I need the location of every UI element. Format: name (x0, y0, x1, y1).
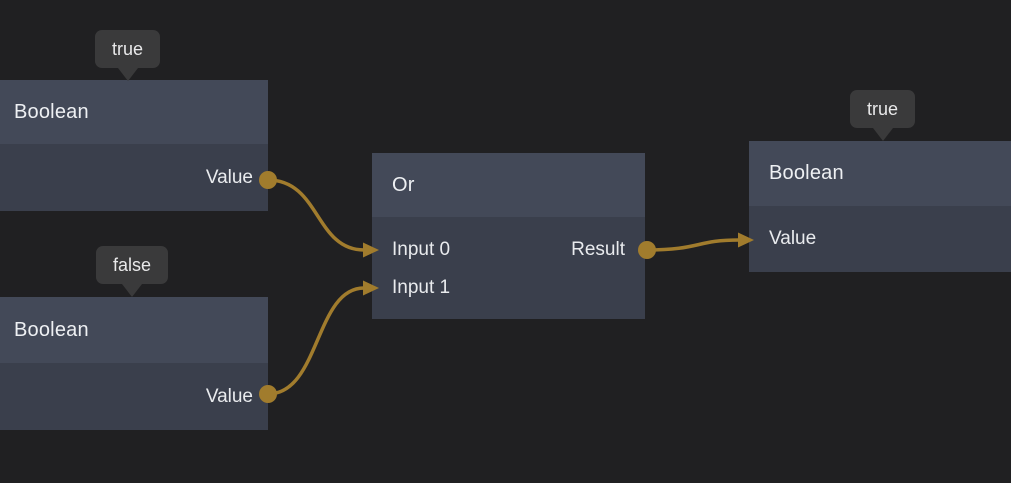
node-or[interactable]: Or Input 0 Result Input 1 (372, 153, 645, 319)
node-header[interactable]: Boolean (0, 297, 268, 363)
node-header[interactable]: Boolean (749, 141, 1011, 206)
wire-or-result-to-bool3[interactable] (646, 238, 740, 252)
node-body: Value (749, 206, 1011, 272)
input-port-1[interactable]: Input 1 (392, 277, 451, 298)
value-tooltip-false: false (96, 246, 169, 297)
node-title: Boolean (14, 100, 89, 123)
node-boolean-3[interactable]: Boolean Value (749, 141, 1011, 272)
node-body: Value (0, 144, 268, 211)
output-port-value[interactable]: Value (0, 167, 268, 189)
input-port-value[interactable]: Value (749, 228, 1011, 250)
port-label: Value (205, 166, 253, 188)
wire-bool1-to-or-input0[interactable] (267, 178, 365, 252)
node-header[interactable]: Boolean (0, 80, 268, 144)
output-port-value[interactable]: Value (0, 386, 268, 408)
node-title: Boolean (769, 162, 844, 184)
node-body: Input 0 Result Input 1 (372, 217, 645, 319)
value-tooltip-true-2: true (850, 90, 916, 141)
node-title: Boolean (14, 318, 89, 341)
wire-bool2-to-or-input1[interactable] (267, 286, 365, 396)
node-header[interactable]: Or (372, 153, 645, 217)
node-boolean-2[interactable]: Boolean Value (0, 297, 268, 430)
node-title: Or (392, 173, 415, 196)
node-body: Value (0, 363, 268, 430)
port-label: Value (769, 228, 817, 249)
input-port-0[interactable]: Input 0 (392, 239, 451, 260)
output-port-result[interactable]: Result (571, 239, 625, 260)
value-tooltip-true-1: true (95, 30, 161, 81)
node-boolean-1[interactable]: Boolean Value (0, 80, 268, 211)
port-label: Value (205, 385, 253, 407)
